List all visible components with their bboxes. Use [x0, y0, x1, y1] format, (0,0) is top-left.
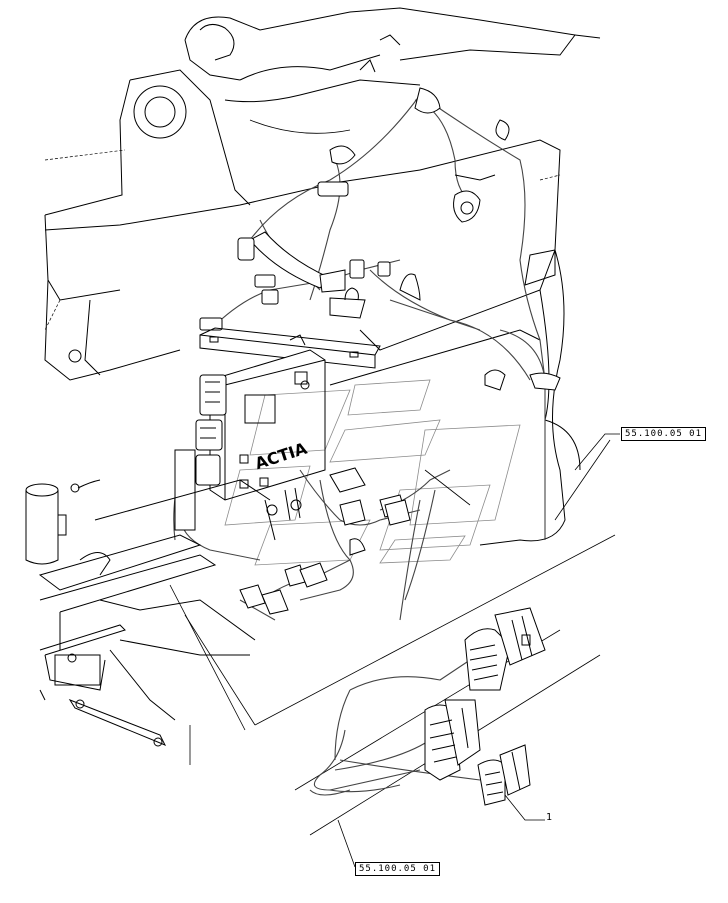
mounting-plate-upper [199, 327, 381, 369]
item-number-label: 1 [546, 812, 553, 823]
frame-rails [38, 479, 271, 747]
guide-lines [169, 439, 616, 765]
reference-box-top-right: 55.100.05 01 [621, 427, 707, 441]
connector-detail [294, 607, 601, 836]
reference-leaders [337, 433, 620, 868]
reference-box-bottom: 55.100.05 01 [355, 862, 441, 876]
main-harness [199, 87, 561, 540]
lower-harness [173, 449, 451, 621]
loader-frame [44, 7, 576, 381]
cab-body [329, 34, 601, 546]
ecu-module: ACTIA [195, 334, 326, 501]
canister [25, 479, 101, 565]
